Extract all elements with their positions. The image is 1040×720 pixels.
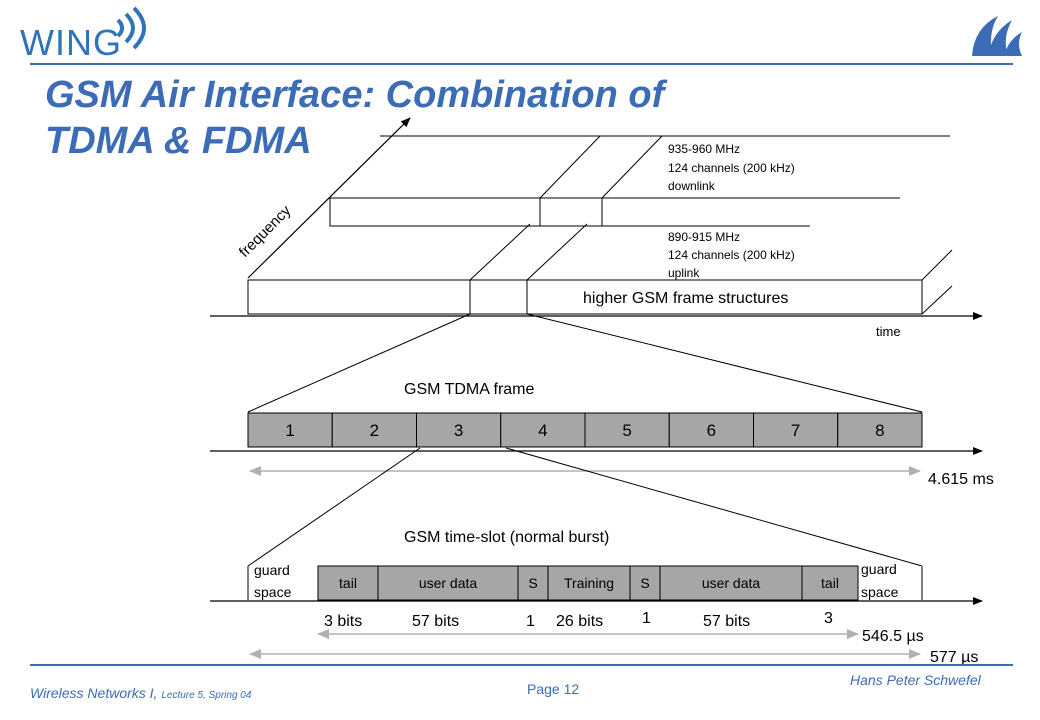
- downlink-channels: 124 channels (200 kHz): [668, 161, 795, 175]
- tdma-slot-label: 2: [370, 421, 379, 440]
- uplink-range: 890-915 MHz: [668, 230, 740, 244]
- tdma-slot-label: 6: [707, 421, 716, 440]
- guard-left-line2: space: [254, 584, 292, 600]
- zoom-line-right-1: [526, 313, 923, 413]
- uplink-band-box: [247, 279, 923, 315]
- bit-labels: 3 bits 57 bits 1 26 bits 1 57 bits 3: [324, 610, 833, 630]
- higher-frame-label: higher GSM frame structures: [583, 290, 788, 307]
- title-line-2: TDMA & FDMA: [45, 120, 312, 162]
- downlink-range: 935-960 MHz: [668, 142, 740, 156]
- title-line-1: GSM Air Interface: Combination of: [45, 74, 665, 116]
- burst-field-label: user data: [419, 575, 478, 591]
- uplink-diagonal-2: [526, 223, 588, 281]
- frequency-axis: [247, 117, 411, 279]
- tdma-slot-3: [416, 412, 502, 448]
- footer-author: Hans Peter Schwefel: [850, 672, 981, 688]
- tdma-slot-label: 3: [454, 421, 463, 440]
- bit-count-label: 1: [526, 613, 535, 630]
- downlink-band-box: [329, 197, 603, 227]
- tdma-slot-label: 7: [791, 421, 800, 440]
- uplink-right-diagonal-2: [921, 285, 953, 315]
- tdma-slot-1: [247, 412, 333, 448]
- guard-right-line1: guard: [861, 561, 897, 577]
- wireless-waves-icon: [116, 6, 146, 50]
- tdma-frame-title: GSM TDMA frame: [404, 381, 534, 398]
- tdma-slot-8: [837, 412, 923, 448]
- slide-title: GSM Air Interface: Combination of TDMA &…: [45, 72, 765, 164]
- tdma-slot-label: 4: [538, 421, 547, 440]
- bit-count-label: 26 bits: [556, 613, 603, 630]
- frequency-label: frequency: [236, 202, 295, 261]
- tdma-slot-label: 5: [622, 421, 631, 440]
- burst-field-label: tail: [821, 575, 839, 591]
- guard-left-line1: guard: [254, 562, 290, 578]
- tdma-duration-label: 4.615 ms: [928, 471, 994, 488]
- downlink-direction: downlink: [668, 179, 716, 193]
- tdma-slot-6: [668, 412, 754, 448]
- tdma-slot-2: [331, 412, 417, 448]
- bit-count-label: 57 bits: [412, 613, 459, 630]
- zoom-line-left-2: [247, 447, 421, 567]
- footer-course-name: Wireless Networks I,: [30, 685, 158, 701]
- burst-field-label: user data: [702, 575, 761, 591]
- burst-duration-label: 546.5 µs: [862, 628, 924, 645]
- downlink-diagonal-1: [539, 135, 601, 199]
- burst-body: [317, 565, 859, 601]
- footer-lecture: Lecture 5, Spring 04: [161, 690, 252, 701]
- downlink-diagonal-2: [601, 135, 663, 199]
- bit-count-label: 3 bits: [324, 613, 362, 630]
- tdma-slot-5: [584, 412, 670, 448]
- tdma-slot-label: 8: [875, 421, 884, 440]
- header-divider: [30, 63, 1013, 65]
- footer-course: Wireless Networks I, Lecture 5, Spring 0…: [30, 685, 251, 701]
- burst-field-label: tail: [339, 575, 357, 591]
- page-number: Page 12: [527, 681, 580, 697]
- bit-count-label: 1: [642, 610, 651, 627]
- bit-count-label: 57 bits: [703, 613, 750, 630]
- uplink-direction: uplink: [668, 266, 700, 280]
- burst-field-label: S: [640, 575, 649, 591]
- tdma-slot-7: [753, 412, 839, 448]
- slot-duration-label: 577 µs: [930, 649, 978, 666]
- time-label: time: [876, 324, 901, 339]
- uplink-right-diagonal-1: [921, 249, 953, 281]
- timeslot-title: GSM time-slot (normal burst): [404, 529, 609, 546]
- zoom-line-left-1: [247, 313, 471, 413]
- burst-field-label: S: [528, 575, 537, 591]
- uplink-channels: 124 channels (200 kHz): [668, 248, 795, 262]
- guard-right-line2: space: [861, 584, 899, 600]
- zoom-line-right-2: [505, 447, 923, 567]
- tdma-slots: 1 2 3 4 5 6 7 8: [247, 412, 923, 448]
- wing-logo-text: WING: [20, 22, 122, 63]
- bit-count-label: 3: [824, 610, 833, 627]
- tdma-slot-label: 1: [285, 421, 294, 440]
- footer-divider: [30, 664, 1013, 666]
- uplink-diagonal-1: [469, 223, 531, 281]
- university-logo-icon: [972, 16, 1022, 56]
- burst-field-label: Training: [564, 575, 614, 591]
